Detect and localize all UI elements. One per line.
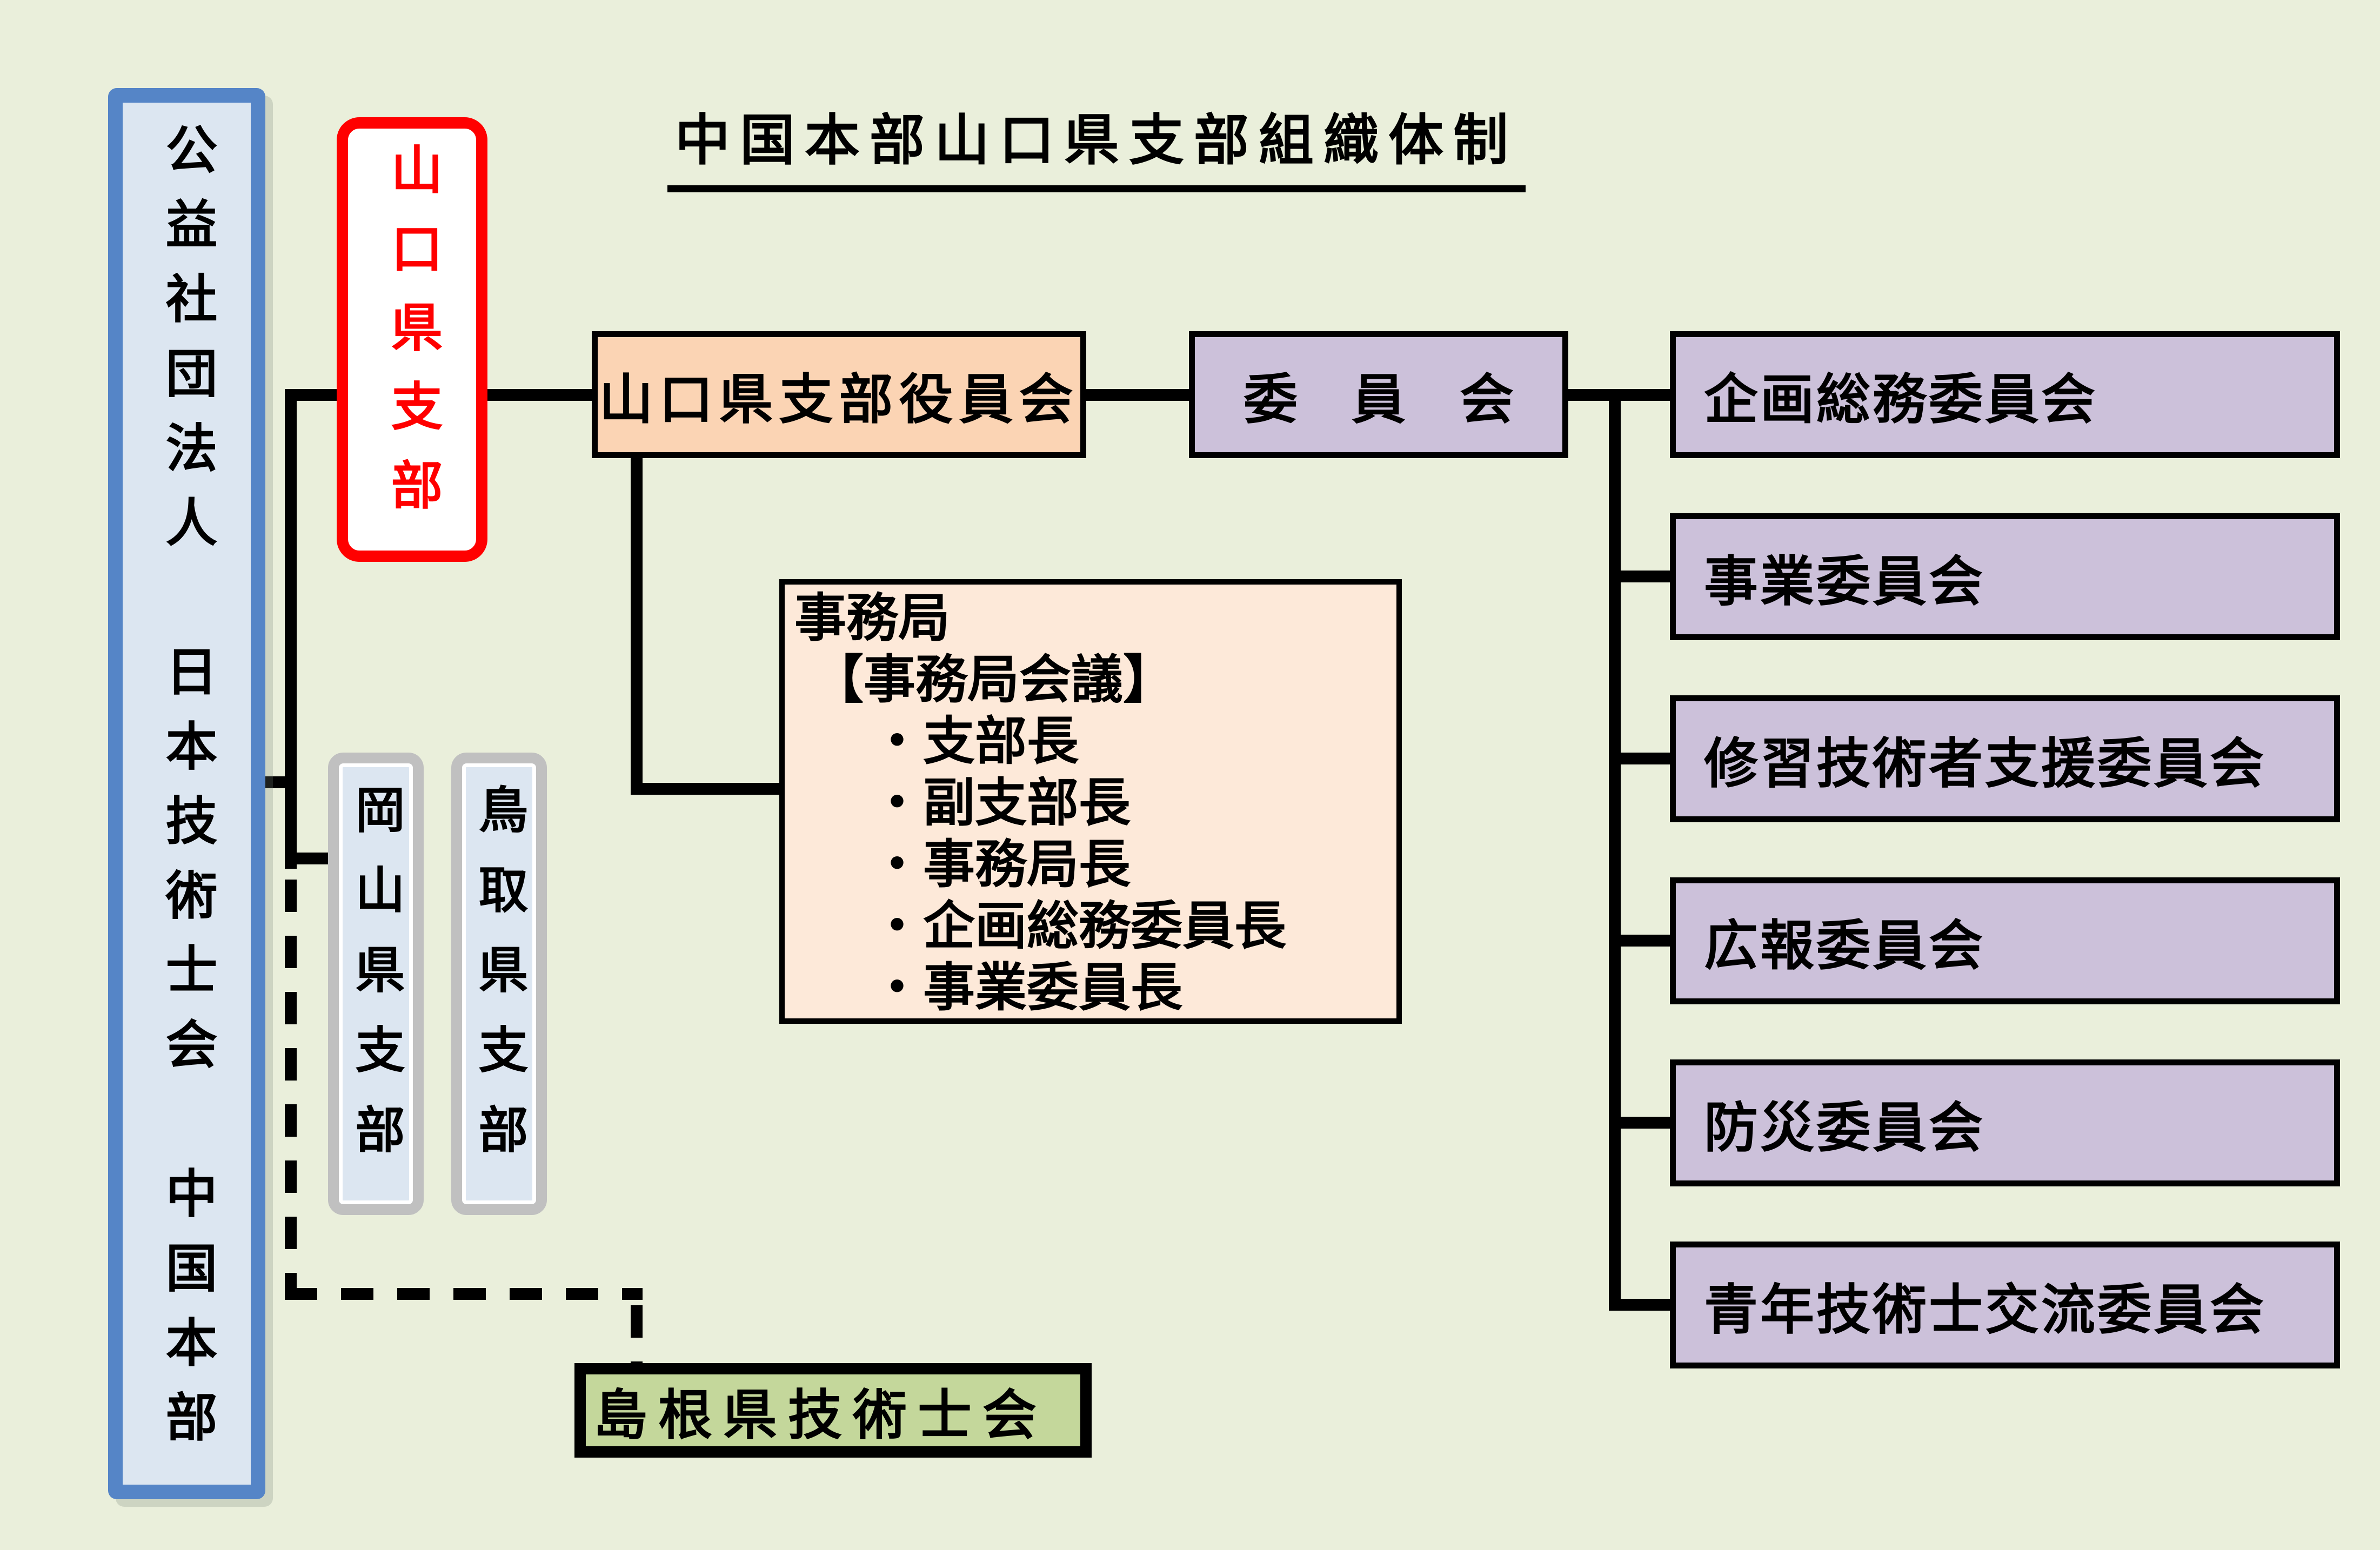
connector-committee3-stub — [1609, 753, 1670, 764]
page-title: 中国本部山口県支部組織体制 — [667, 96, 1526, 192]
committee-label: 防災委員会 — [1704, 1098, 1985, 1158]
connector-dashed-to-shimane — [631, 1305, 643, 1363]
connector-committee4-stub — [1609, 935, 1670, 947]
hq-label: 公益社団法人 日本技術士会 中国本部 — [158, 123, 216, 1465]
secretariat-box: 事務局 【事務局会議】 ・支部長 ・副支部長 ・事務局長 ・企画総務委員長 ・事… — [779, 579, 1402, 1024]
okayama-branch-box: 岡山県支部 — [328, 753, 424, 1215]
committee-label: 企画総務委員会 — [1704, 370, 2097, 430]
okayama-branch-label: 岡山県支部 — [348, 784, 403, 1184]
branch-council-box: 山口県支部役員会 — [592, 331, 1086, 458]
connector-yamaguchi-to-council — [487, 389, 592, 401]
secretariat-title: 事務局 — [794, 589, 950, 647]
connector-dashed-horizontal — [285, 1288, 643, 1300]
committee-box-bosai: 防災委員会 — [1670, 1059, 2340, 1186]
secretariat-meeting-label: 【事務局会議】 — [812, 651, 1175, 709]
committee-label: 青年技術士交流委員会 — [1704, 1280, 2266, 1340]
committee-label: 広報委員会 — [1704, 916, 1985, 976]
secretariat-member: ・副支部長 — [871, 774, 1131, 832]
connector-council-to-iinkai — [1086, 389, 1189, 401]
tottori-branch-label: 鳥取県支部 — [471, 784, 526, 1184]
tottori-branch-box: 鳥取県支部 — [451, 753, 547, 1215]
committee-box-kikaku: 企画総務委員会 — [1670, 331, 2340, 458]
secretariat-member: ・事業委員長 — [871, 959, 1182, 1017]
committee-header-box: 委 員 会 — [1189, 331, 1568, 458]
connector-hq-stub — [264, 776, 285, 788]
committee-label: 事業委員会 — [1704, 552, 1985, 612]
secretariat-member: ・支部長 — [871, 713, 1079, 770]
connector-committee6-stub — [1609, 1299, 1670, 1311]
committee-label: 修習技術者支援委員会 — [1704, 734, 2266, 794]
connector-main-trunk — [285, 389, 297, 869]
connector-committee2-stub — [1609, 571, 1670, 582]
secretariat-member: ・事務局長 — [871, 836, 1131, 894]
connector-dashed-trunk — [285, 880, 297, 1291]
shimane-society-box: 島根県技術士会 — [574, 1363, 1092, 1458]
yamaguchi-branch-box: 山口県支部 — [337, 117, 487, 562]
connector-trunk-to-yamaguchi — [285, 389, 337, 401]
branch-council-label: 山口県支部役員会 — [599, 370, 1079, 430]
committee-box-koho: 広報委員会 — [1670, 877, 2340, 1004]
committee-header-label: 委 員 会 — [1244, 370, 1514, 430]
hq-box: 公益社団法人 日本技術士会 中国本部 — [108, 88, 265, 1499]
committee-box-jigyo: 事業委員会 — [1670, 513, 2340, 640]
committee-box-shushu: 修習技術者支援委員会 — [1670, 695, 2340, 822]
secretariat-member: ・企画総務委員長 — [871, 897, 1286, 955]
connector-council-drop — [631, 458, 643, 795]
connector-secretariat-stub — [631, 783, 779, 795]
yamaguchi-branch-label: 山口県支部 — [383, 142, 441, 537]
shimane-society-label: 島根県技術士会 — [593, 1385, 1047, 1446]
connector-committee5-stub — [1609, 1117, 1670, 1129]
connector-committee-trunk — [1609, 389, 1621, 1311]
committee-box-seinen: 青年技術士交流委員会 — [1670, 1242, 2340, 1368]
connector-okayama-stub — [285, 853, 328, 864]
